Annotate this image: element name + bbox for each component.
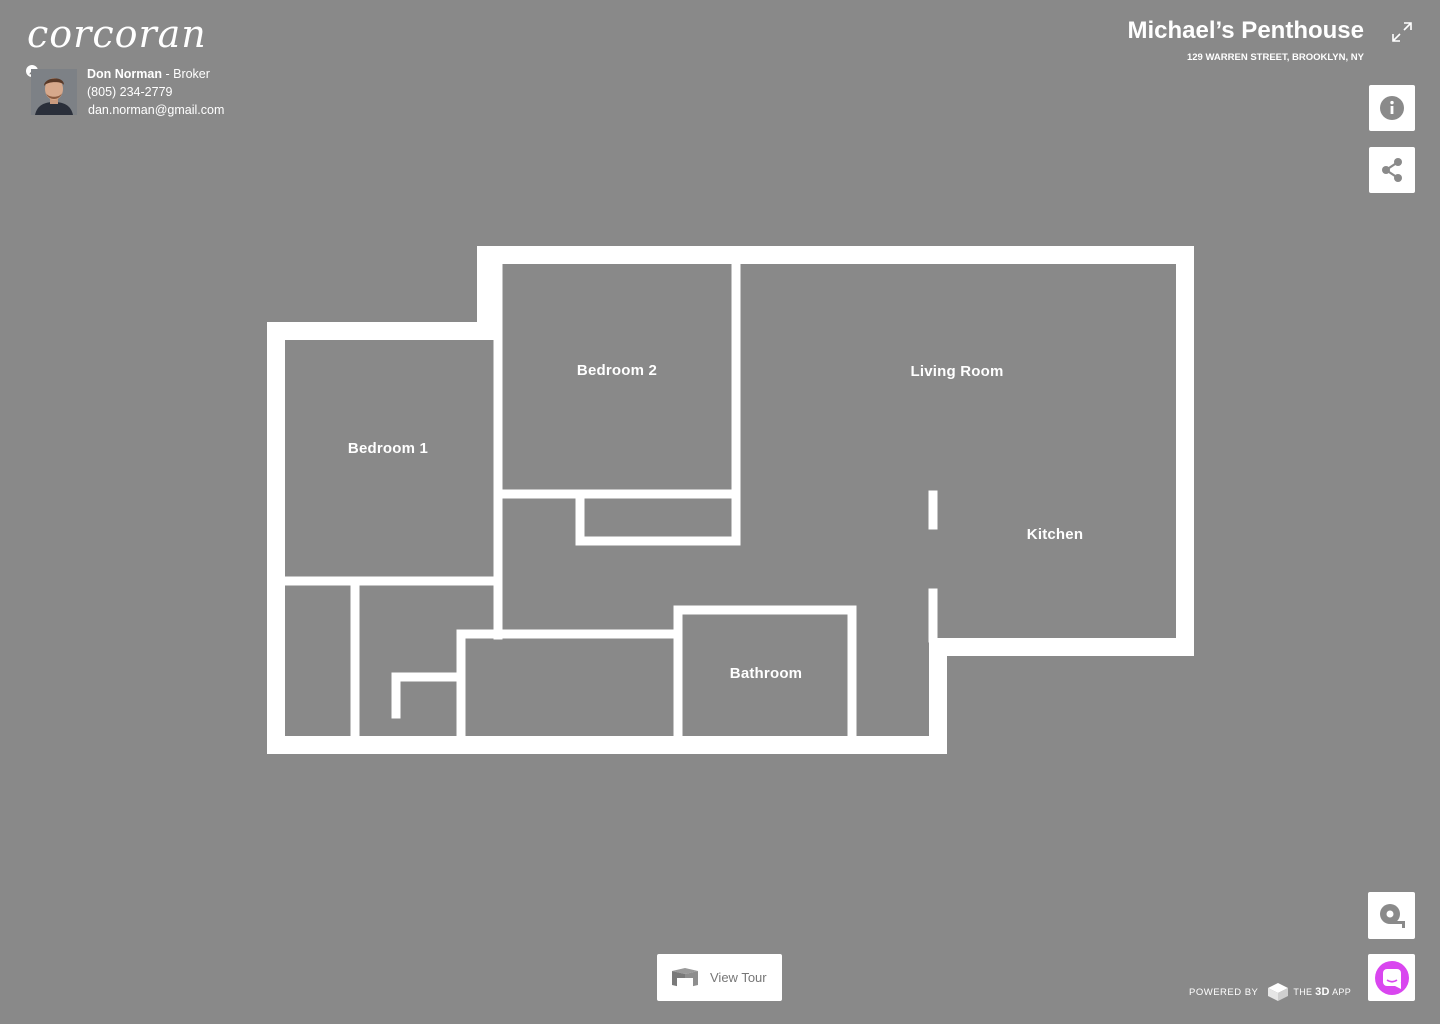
property-address: 129 WARREN STREET, BROOKLYN, NY bbox=[1186, 52, 1364, 63]
agent-name: Don Norman bbox=[87, 67, 162, 81]
property-title: Michael’s Penthouse bbox=[1127, 17, 1364, 44]
powered-by: POWERED BY THE 3D APP bbox=[1189, 982, 1351, 1002]
share-icon bbox=[1382, 158, 1402, 182]
brand-suffix: APP bbox=[1332, 987, 1352, 997]
room-label-bedroom-2[interactable]: Bedroom 2 bbox=[576, 362, 658, 379]
room-label-kitchen[interactable]: Kitchen bbox=[1026, 526, 1084, 543]
agent-email[interactable]: dan.norman@gmail.com bbox=[88, 103, 225, 117]
measure-tape-icon bbox=[1379, 903, 1405, 928]
share-button[interactable] bbox=[1369, 147, 1415, 193]
measure-button[interactable] bbox=[1368, 892, 1415, 939]
info-icon bbox=[1380, 96, 1404, 120]
view-tour-button[interactable]: View Tour bbox=[657, 954, 782, 1001]
chat-button[interactable] bbox=[1368, 954, 1415, 1001]
interior-walls bbox=[280, 259, 938, 741]
brand-logo: corcoran bbox=[27, 12, 207, 56]
room-label-bathroom[interactable]: Bathroom bbox=[729, 665, 803, 682]
expand-button[interactable] bbox=[1390, 20, 1414, 44]
outer-walls bbox=[267, 246, 1194, 754]
3d-app-logo-icon bbox=[1268, 983, 1289, 1001]
view-tour-label: View Tour bbox=[710, 970, 767, 985]
3d-app-brand[interactable]: THE 3D APP bbox=[1293, 986, 1351, 998]
room-label-bedroom-1[interactable]: Bedroom 1 bbox=[347, 440, 429, 457]
agent-role: Broker bbox=[173, 67, 210, 81]
chat-icon bbox=[1374, 960, 1409, 995]
agent-card: Don Norman - Broker (805) 234-2779 dan.n… bbox=[26, 64, 286, 124]
agent-name-line: Don Norman - Broker bbox=[87, 66, 210, 82]
powered-by-text: POWERED BY bbox=[1189, 986, 1259, 998]
room-label-living-room[interactable]: Living Room bbox=[910, 363, 1004, 380]
agent-avatar bbox=[31, 69, 77, 115]
agent-phone[interactable]: (805) 234-2779 bbox=[87, 85, 173, 99]
agent-role-separator: - bbox=[162, 67, 174, 81]
info-button[interactable] bbox=[1369, 85, 1415, 131]
brand-main: 3D bbox=[1315, 986, 1330, 998]
tour-cube-icon bbox=[672, 967, 698, 988]
expand-icon bbox=[1392, 22, 1412, 42]
brand-prefix: THE bbox=[1293, 987, 1313, 997]
